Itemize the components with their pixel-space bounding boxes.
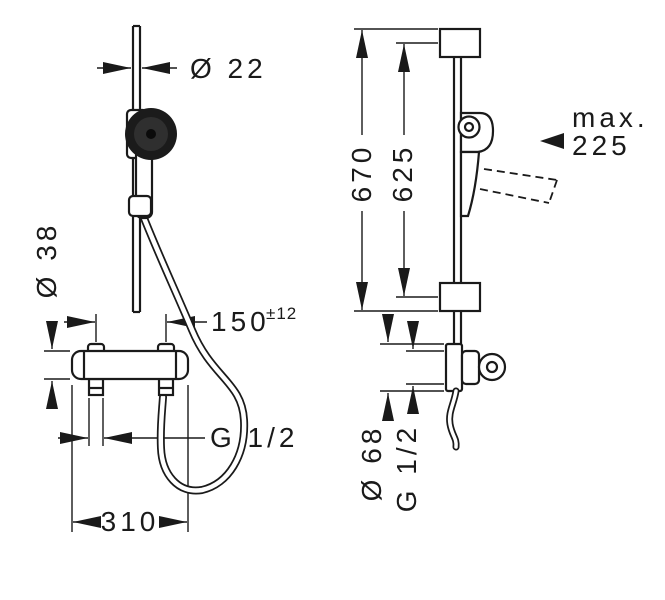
front-dim-body-diameter	[44, 321, 70, 409]
label-escutcheon-diameter: Ø 68	[356, 425, 387, 502]
side-view: 670 625 max. 225 Ø 68 G 1/2	[346, 27, 649, 512]
front-shower-hose	[140, 214, 249, 495]
label-front-thread: G 1/2	[210, 422, 298, 453]
side-hand-shower-dashed	[479, 168, 558, 204]
side-top-bracket	[438, 27, 482, 59]
label-body-diameter: Ø 38	[31, 222, 62, 299]
side-hand-shower-holder	[457, 111, 495, 218]
label-connection-distance: 150	[211, 306, 270, 337]
max-arrow-icon	[540, 133, 564, 149]
label-max-prefix: max.	[572, 102, 649, 133]
front-thermostat-mixer	[70, 342, 190, 397]
side-dim-fixing-distance	[396, 42, 438, 298]
side-bottom-bracket	[438, 281, 482, 313]
label-fixing-distance: 625	[387, 144, 418, 203]
front-dim-thread	[58, 398, 205, 446]
label-max-value: 225	[572, 130, 631, 161]
front-hand-shower	[125, 108, 177, 220]
side-thermostat-mixer	[444, 342, 507, 393]
label-overall-width: 310	[101, 506, 160, 537]
label-rail-diameter: Ø 22	[190, 53, 267, 84]
side-dim-escutcheon-diameter	[380, 314, 444, 421]
side-dim-overall-height	[354, 28, 438, 312]
side-max-reach-arrow	[540, 133, 564, 149]
label-overall-height: 670	[346, 144, 377, 203]
label-connection-tolerance: ±12	[266, 304, 297, 323]
side-shower-hose	[446, 387, 460, 451]
side-dim-thread	[406, 321, 444, 414]
label-side-thread: G 1/2	[391, 424, 422, 512]
front-view: Ø 22 Ø 38 150 ±12 G 1/2 310	[31, 24, 298, 537]
front-dim-overall-width	[71, 385, 189, 532]
